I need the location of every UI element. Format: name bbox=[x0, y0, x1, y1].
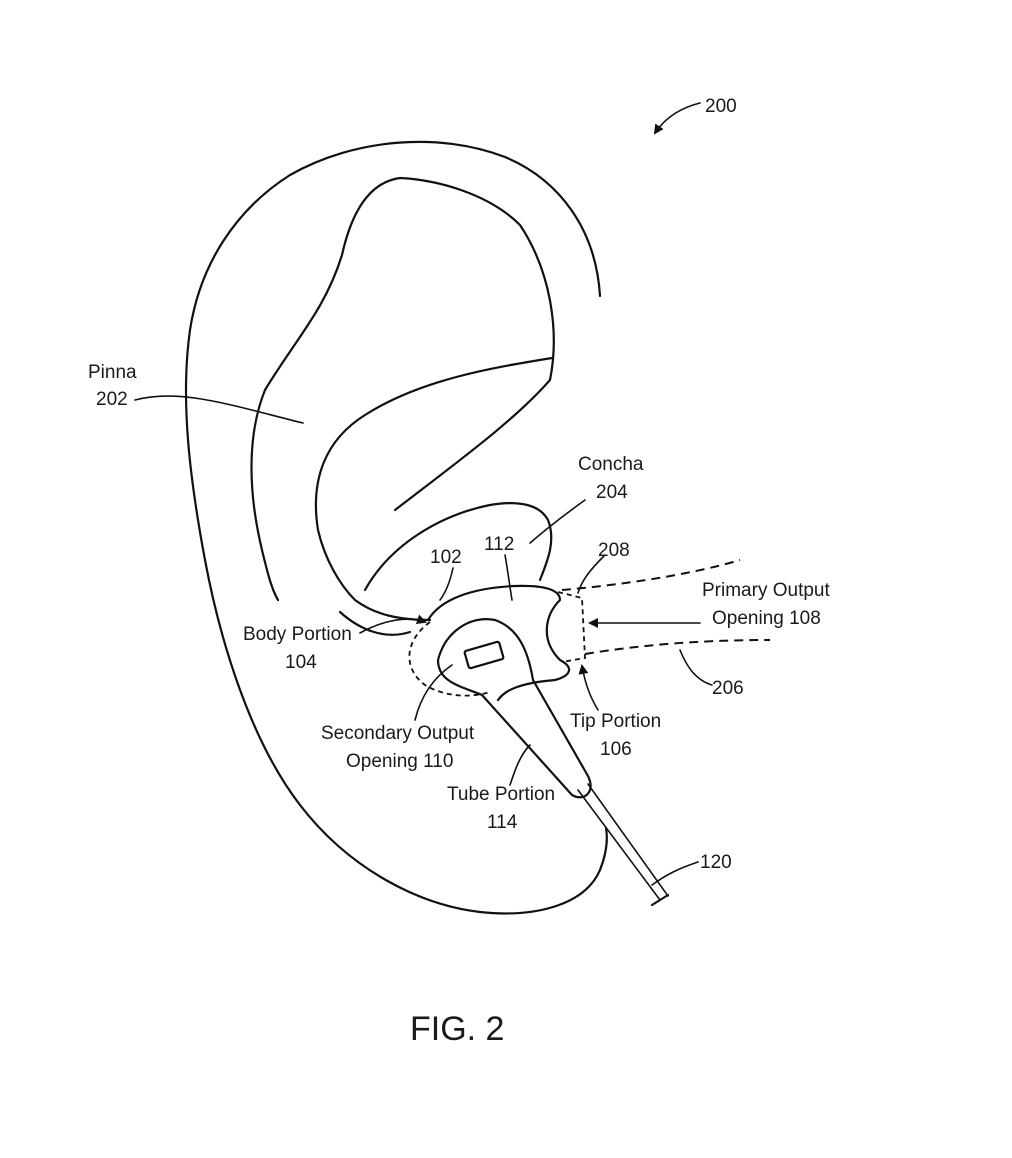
earphone-body-hidden bbox=[408, 621, 491, 697]
leader-lines bbox=[134, 395, 713, 886]
label-tube-portion-line2: 114 bbox=[487, 812, 518, 833]
label-secondary-output-line2: Opening 110 bbox=[346, 751, 453, 772]
label-primary-output-line1: Primary Output bbox=[702, 580, 830, 601]
label-112: 112 bbox=[484, 534, 514, 555]
ear-antihelix-fold bbox=[314, 356, 554, 622]
label-body-portion-line1: Body Portion bbox=[243, 624, 352, 645]
ear-outer-helix bbox=[184, 140, 608, 915]
cable-end bbox=[650, 893, 670, 907]
ear-lobe-edge bbox=[338, 610, 412, 636]
label-102: 102 bbox=[430, 547, 462, 568]
label-body-portion-line2: 104 bbox=[285, 652, 317, 673]
ear-concha-rim bbox=[363, 502, 553, 592]
label-tube-portion-line1: Tube Portion bbox=[447, 784, 555, 805]
label-206: 206 bbox=[712, 678, 744, 699]
ear-antihelix-inner bbox=[250, 176, 555, 602]
label-pinna: Pinna bbox=[88, 362, 137, 383]
label-primary-output-line2: Opening 108 bbox=[712, 608, 821, 629]
tip-dashed-outline bbox=[557, 591, 586, 663]
figure-caption: FIG. 2 bbox=[410, 1010, 504, 1048]
annotation-labels: Pinna 202 Concha 204 102 112 208 Primary… bbox=[88, 362, 830, 873]
figure-ref-number: 200 bbox=[705, 96, 737, 117]
earphone-stem bbox=[436, 618, 592, 799]
ear-canal bbox=[561, 559, 771, 655]
label-concha-number: 204 bbox=[596, 482, 628, 503]
earphone-body bbox=[426, 584, 571, 702]
label-secondary-output-line1: Secondary Output bbox=[321, 723, 475, 744]
label-tip-portion-line1: Tip Portion bbox=[570, 711, 661, 732]
figure-ref-200: 200 bbox=[653, 96, 737, 135]
secondary-output-opening bbox=[463, 640, 505, 670]
cable-edge bbox=[587, 783, 669, 897]
label-concha: Concha bbox=[578, 454, 644, 475]
label-pinna-number: 202 bbox=[96, 389, 128, 410]
ear-drawing bbox=[184, 140, 608, 915]
cable bbox=[577, 789, 661, 901]
label-120: 120 bbox=[700, 852, 732, 873]
label-208: 208 bbox=[598, 540, 630, 561]
label-tip-portion-line2: 106 bbox=[600, 739, 632, 760]
earphone-drawing bbox=[408, 584, 670, 907]
